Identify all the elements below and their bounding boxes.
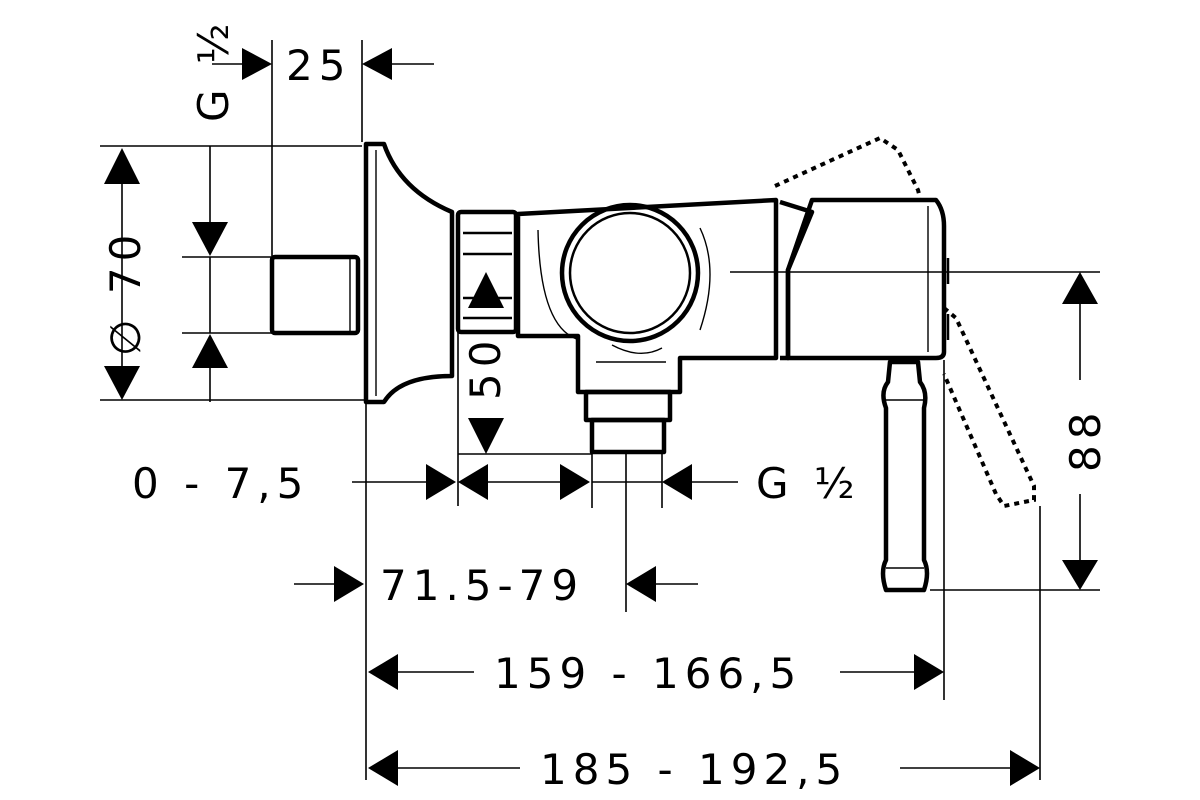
dim-88: 88	[1061, 407, 1110, 472]
dashed-lever-positions	[774, 135, 1036, 509]
dim-0-7-5: 0 - 7,5	[132, 459, 309, 508]
dim-185-192-5: 185 - 192,5	[540, 745, 848, 794]
dim-50: 50	[461, 335, 510, 400]
dimension-lines	[100, 40, 1100, 780]
mixer-body-outline	[269, 141, 950, 593]
dim-g-half-outlet: G ½	[756, 459, 861, 508]
dim-71-5-79: 71.5-79	[380, 561, 584, 610]
dim-159-166-5: 159 - 166,5	[494, 649, 802, 698]
dim-25: 25	[286, 41, 351, 90]
dimension-arrowheads	[104, 48, 1098, 786]
dim-g-half-side: G ½	[189, 17, 238, 122]
dim-diameter-70: ∅ 70	[101, 229, 150, 356]
